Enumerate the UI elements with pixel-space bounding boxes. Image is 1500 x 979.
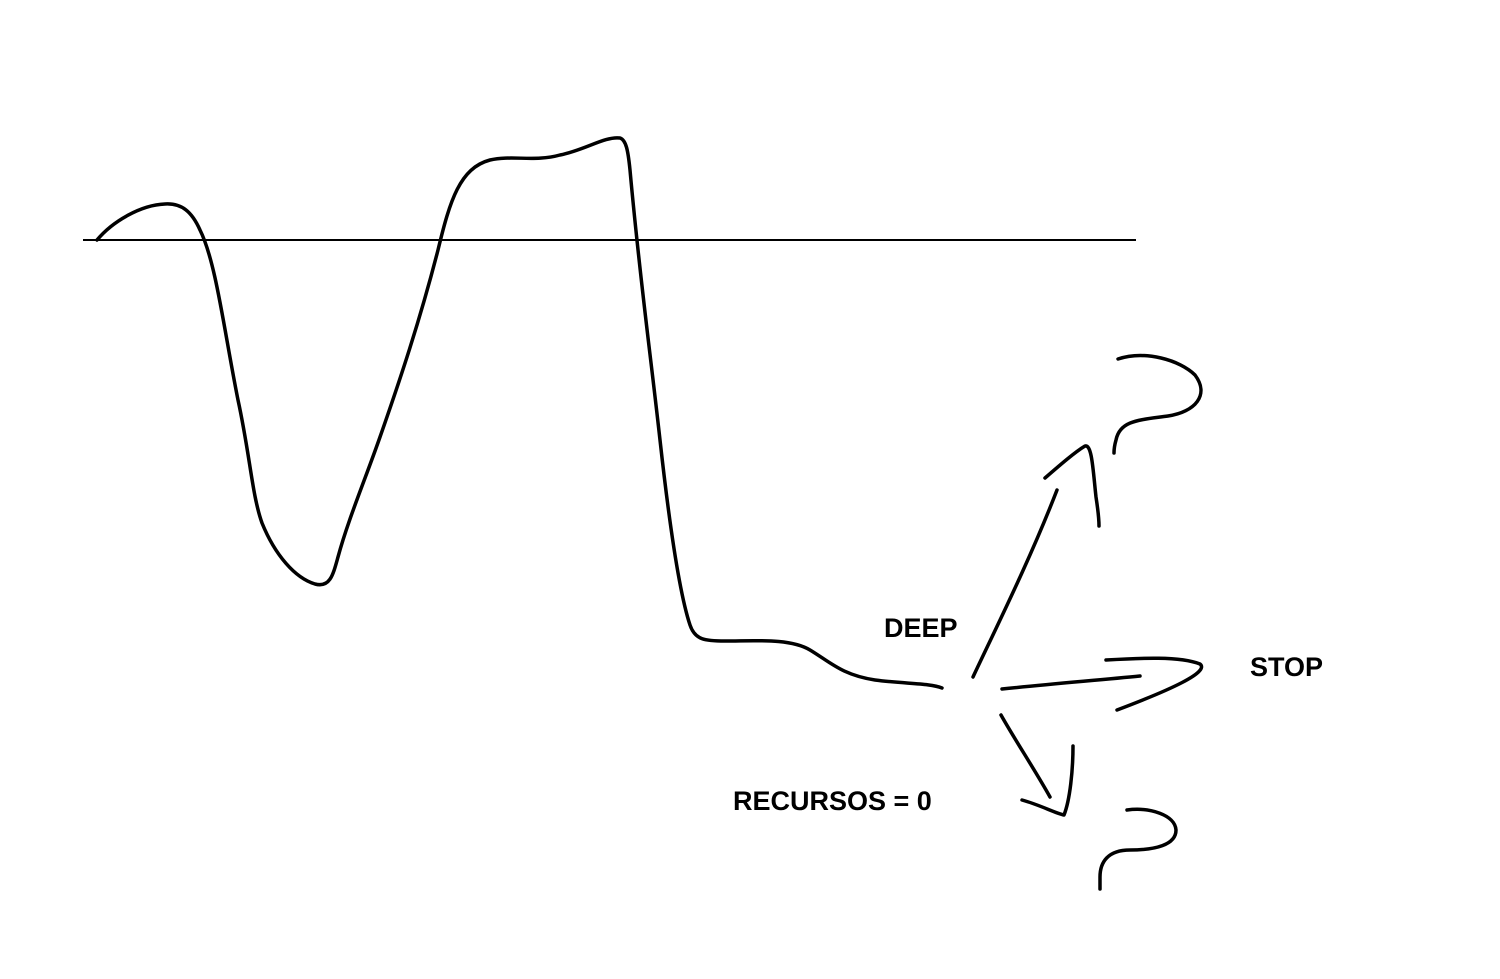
question-mark-lower-icon — [1098, 807, 1178, 891]
label-deep: DEEP — [884, 613, 958, 643]
arrow-stop-head — [1104, 656, 1204, 712]
arrow-deep-shaft — [971, 488, 1059, 679]
label-stop: STOP — [1250, 652, 1323, 682]
question-mark-upper-icon — [1112, 353, 1203, 455]
arrow-resources-head — [1020, 744, 1075, 817]
label-resources: RECURSOS = 0 — [733, 786, 932, 816]
arrow-resources-shaft — [999, 713, 1052, 799]
trajectory-curve — [95, 136, 944, 690]
arrow-deep-head — [1043, 444, 1101, 528]
arrow-stop-shaft — [1000, 674, 1142, 691]
